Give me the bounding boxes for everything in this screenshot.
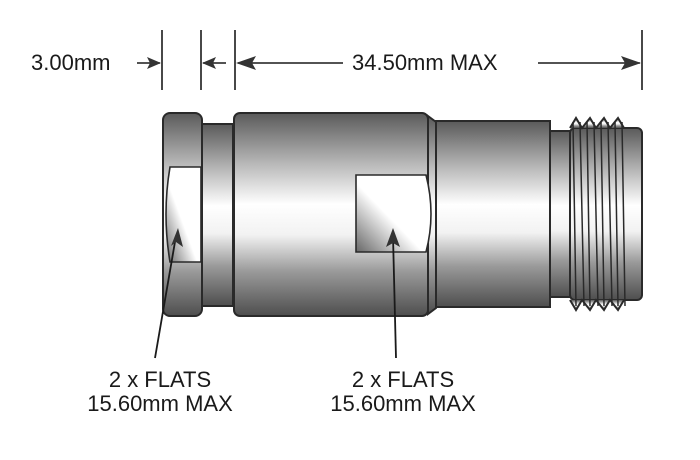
thread-crests-top [569, 116, 625, 130]
thread-base [549, 130, 571, 298]
callout-line2: 15.60mm MAX [87, 391, 233, 416]
callout-flats-front: 2 x FLATS 15.60mm MAX [70, 368, 250, 416]
arrow-left-icon [202, 57, 216, 69]
overall-length-label: 34.50mm MAX [352, 50, 498, 75]
thread-crests-bottom [569, 298, 625, 312]
callout-line2: 15.60mm MAX [330, 391, 476, 416]
flat-front [165, 166, 202, 263]
flat-body [355, 174, 432, 253]
connector-body [162, 112, 643, 317]
neck [201, 123, 234, 307]
callout-flats-body: 2 x FLATS 15.60mm MAX [313, 368, 493, 416]
callout-line1: 2 x FLATS [351, 367, 455, 392]
arrowheads [147, 56, 641, 70]
callout-line1: 2 x FLATS [108, 367, 212, 392]
flange-thickness-label: 3.00mm [31, 50, 111, 75]
thread-lines [572, 121, 626, 307]
arrow-right-icon [621, 56, 641, 70]
rear-body [435, 120, 551, 308]
arrow-up-icon [171, 228, 183, 247]
arrow-left-icon [236, 56, 256, 70]
arrow-right-icon [147, 57, 161, 69]
leader-arrowheads [171, 228, 400, 247]
arrow-up-icon [386, 228, 400, 247]
leader-lines [154, 235, 397, 359]
